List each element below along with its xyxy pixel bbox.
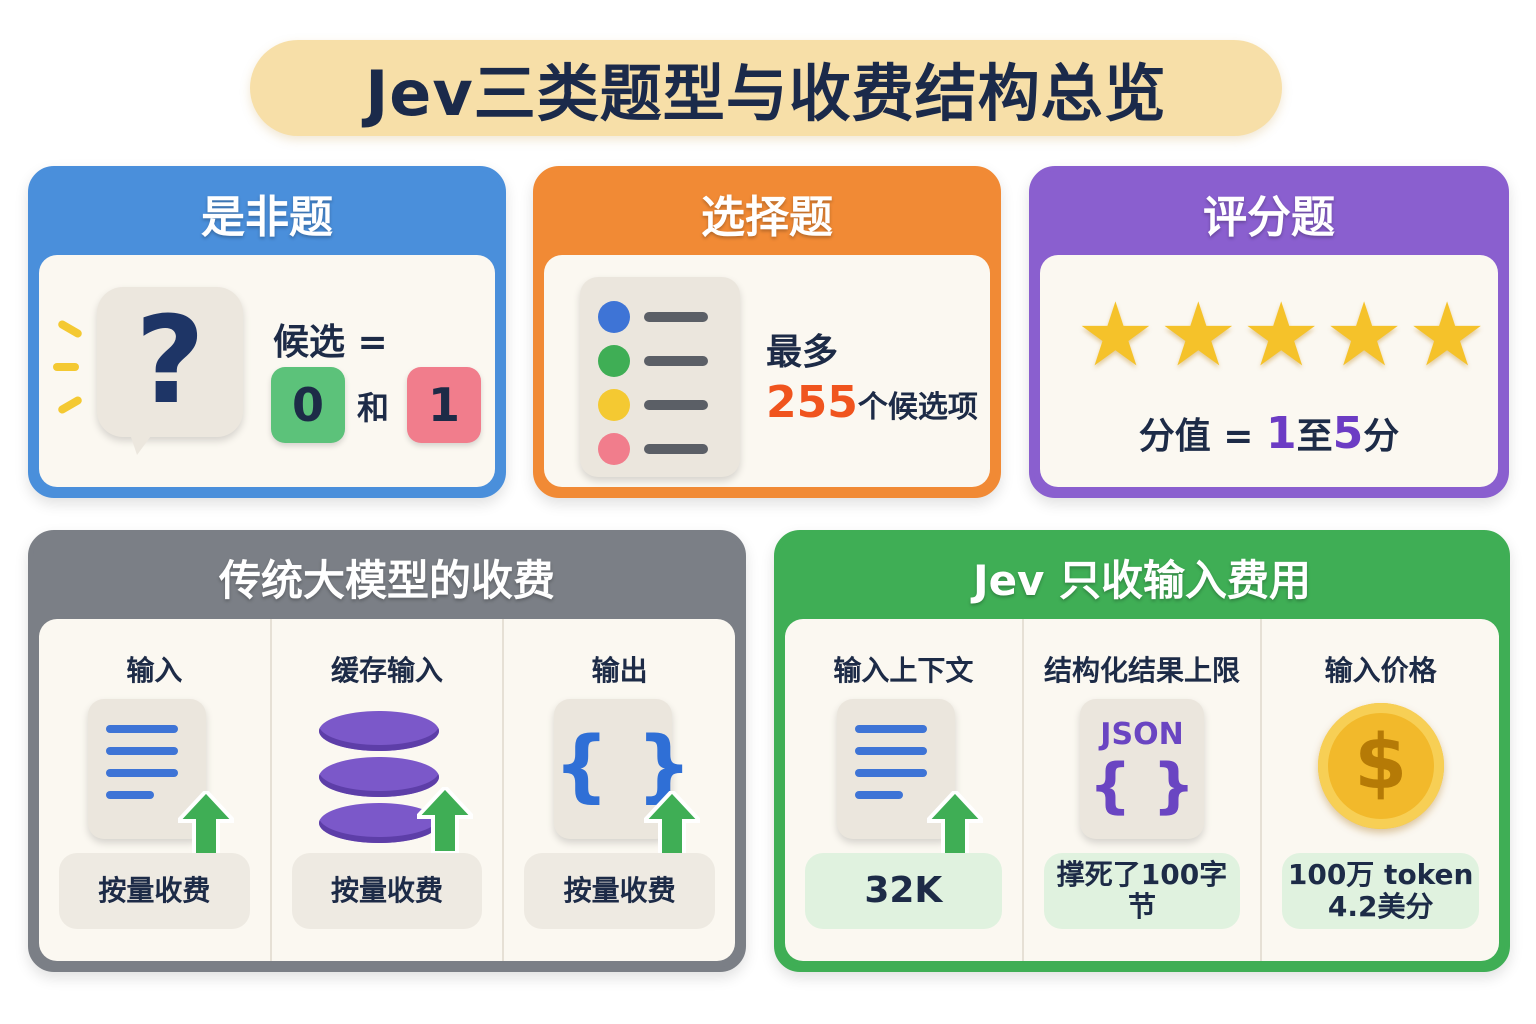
multiple-choice-body: 最多 255个候选项 — [544, 255, 990, 487]
column-label: 输出 — [591, 654, 648, 687]
choice-count: 255 — [766, 377, 858, 428]
question-mark-icon: ? — [97, 287, 243, 437]
dollar-coin-icon: $ — [1317, 703, 1444, 829]
pricing-column-cached-input: 缓存输入 按量收费 — [269, 619, 503, 961]
value-zero-badge: 0 — [271, 367, 345, 443]
list-dot — [598, 301, 630, 333]
pricing-note: 按量收费 — [524, 853, 716, 929]
upload-arrow-icon — [927, 791, 984, 857]
jev-column-context: 输入上下文 32K — [785, 619, 1022, 961]
list-dot — [598, 389, 630, 421]
jev-column-price: 输入价格 $ 100万 token 4.2美分 — [1260, 619, 1499, 961]
column-label: 结构化结果上限 — [1044, 654, 1241, 687]
traditional-pricing-body: 输入 按量收费 缓存输入 按量收费 — [39, 619, 735, 961]
star-icon: ★ — [1241, 283, 1321, 386]
connector-text: 和 — [357, 389, 390, 427]
pricing-note: 按量收费 — [291, 853, 483, 929]
document-upload-icon — [88, 699, 235, 857]
multiple-choice-title: 选择题 — [701, 192, 833, 243]
spark-icon — [56, 319, 84, 339]
jev-column-output-limit: 结构化结果上限 JSON { } 撑死了100字节 — [1021, 619, 1261, 961]
star-icon: ★ — [1158, 283, 1238, 386]
choice-count-line: 255个候选项 — [766, 377, 978, 428]
rating-title: 评分题 — [1203, 192, 1335, 243]
rating-min: 1 — [1265, 408, 1297, 459]
rating-body: ★★★★★ 分值 = 1至5分 — [1040, 255, 1498, 487]
column-label: 输入 — [126, 654, 183, 687]
rating-card: 评分题 ★★★★★ 分值 = 1至5分 — [1029, 166, 1509, 498]
rating-prefix: 分值 = — [1138, 416, 1254, 457]
pricing-note: 32K — [805, 853, 1002, 929]
star-icon: ★ — [1324, 283, 1404, 386]
list-icon — [580, 277, 740, 477]
traditional-pricing-card: 传统大模型的收费 输入 按量收费 缓存输入 — [28, 530, 746, 972]
star-rating: ★★★★★ — [1076, 291, 1486, 379]
value-one-badge: 1 — [407, 367, 481, 443]
page-title-banner: Jev三类题型与收费结构总览 — [250, 40, 1282, 136]
true-false-body: ? 候选 = 0 和 1 — [39, 255, 495, 487]
choice-count-suffix: 个候选项 — [857, 390, 978, 425]
column-label: 输入上下文 — [833, 654, 974, 687]
jev-pricing-body: 输入上下文 32K 结构化结果上限 JSON { } — [785, 619, 1499, 961]
traditional-pricing-title: 传统大模型的收费 — [218, 555, 555, 605]
multiple-choice-card: 选择题 最多 255个候选项 — [533, 166, 1001, 498]
pricing-column-input: 输入 按量收费 — [39, 619, 270, 961]
page-title: Jev三类题型与收费结构总览 — [365, 57, 1167, 130]
jev-pricing-card: Jev 只收输入费用 输入上下文 32K 结构化结果上限 — [774, 530, 1510, 972]
max-label: 最多 — [766, 332, 839, 373]
spark-icon — [53, 363, 79, 371]
column-label: 缓存输入 — [331, 654, 444, 687]
pricing-note: 撑死了100字节 — [1043, 853, 1241, 929]
spark-icon — [56, 395, 84, 415]
price-line-1: 100万 token — [1287, 857, 1474, 891]
list-dot — [598, 433, 630, 465]
upload-arrow-icon — [178, 791, 235, 857]
code-braces-upload-icon: { } — [553, 699, 700, 857]
rating-range: 分值 = 1至5分 — [1040, 407, 1498, 459]
speech-bubble-tail — [127, 425, 159, 455]
list-dot — [598, 345, 630, 377]
candidate-label: 候选 = — [273, 322, 388, 363]
pricing-note: 按量收费 — [59, 853, 250, 929]
price-line-2: 4.2美分 — [1327, 890, 1434, 923]
pricing-column-output: 输出 { } 按量收费 — [502, 619, 735, 961]
true-false-card: 是非题 ? 候选 = 0 和 1 — [28, 166, 506, 498]
pricing-note: 100万 token 4.2美分 — [1282, 853, 1480, 929]
json-icon: JSON { } — [1080, 699, 1204, 839]
database-upload-icon — [319, 711, 473, 853]
document-upload-icon — [837, 699, 984, 857]
rating-max: 5 — [1332, 408, 1364, 459]
star-icon: ★ — [1407, 283, 1487, 386]
rating-suffix: 分 — [1363, 416, 1400, 457]
column-label: 输入价格 — [1324, 654, 1437, 687]
true-false-title: 是非题 — [201, 192, 333, 243]
jev-pricing-title: Jev 只收输入费用 — [972, 555, 1312, 605]
star-icon: ★ — [1076, 283, 1155, 386]
json-icon-text: JSON — [1100, 717, 1184, 752]
rating-middle: 至 — [1296, 416, 1333, 457]
upload-arrow-icon — [417, 787, 473, 853]
upload-arrow-icon — [643, 791, 700, 857]
